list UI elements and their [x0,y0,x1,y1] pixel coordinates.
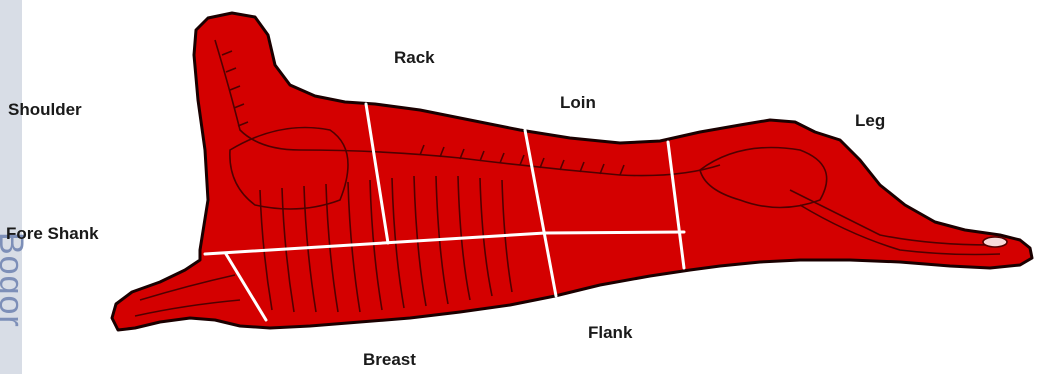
label-leg: Leg [855,111,885,131]
cut-line-horizontal-lower [545,232,684,233]
label-rack: Rack [394,48,435,68]
label-flank: Flank [588,323,632,343]
label-shoulder: Shoulder [8,100,82,120]
label-loin: Loin [560,93,596,113]
carcass-silhouette [112,13,1032,330]
label-fore-shank: Fore Shank [6,224,99,244]
label-breast: Breast [363,350,416,370]
